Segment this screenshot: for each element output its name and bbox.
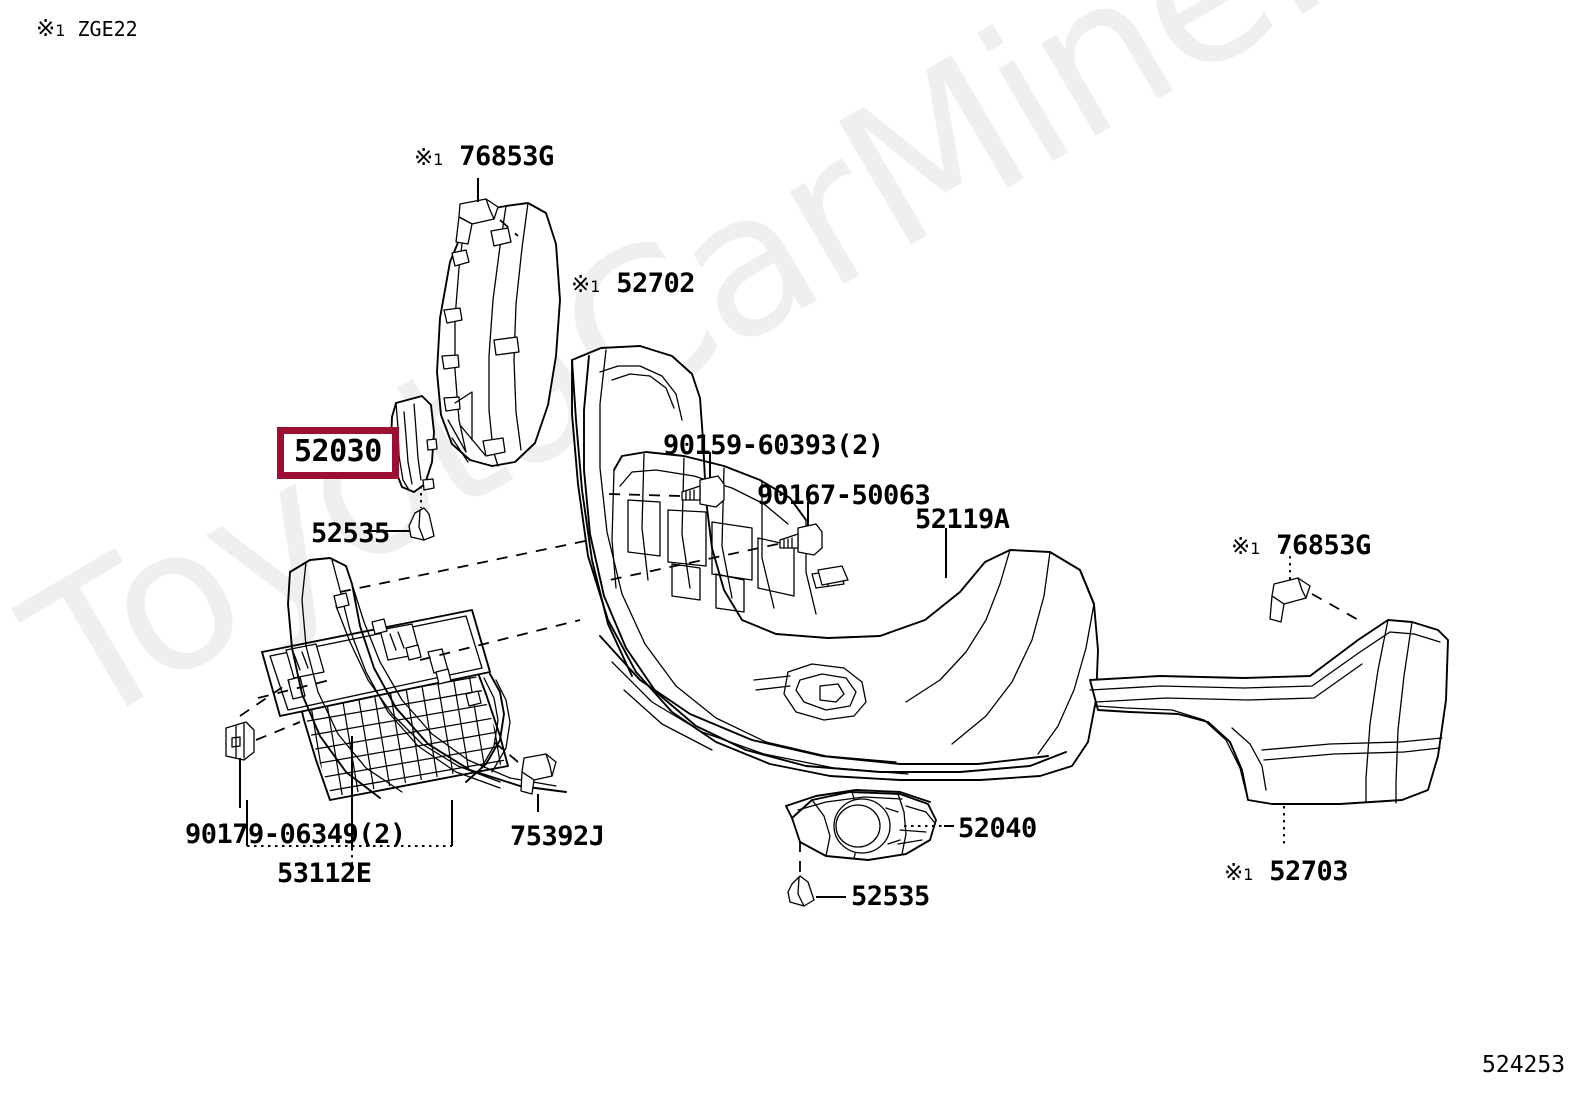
callout-52040: 52040 [958,813,1037,844]
part-drawing-52119a [571,345,1099,781]
callout-76853g-right: ※1 76853G [1231,530,1371,561]
callout-52702: ※1 52702 [571,268,696,299]
callout-90159-60393: 90159-60393(2) [663,430,884,461]
part-drawing-76853g-right [1269,556,1363,623]
figure-number: 524253 [1482,1052,1566,1078]
callout-52119a: 52119A [915,504,1010,535]
callout-52703: ※1 52703 [1224,856,1349,887]
part-drawing-52535-upper [366,486,435,541]
part-drawing-52703 [1089,619,1449,844]
note-mark-icon: ※1 [1231,534,1261,560]
callout-90167-50063: 90167-50063 [757,480,931,511]
callout-90179-06349: 90179-06349(2) [185,819,406,850]
part-drawing-53112e [246,609,509,866]
note-mark-icon: ※1 [571,272,601,298]
callout-53112e: 53112E [277,858,372,889]
highlighted-part-52030[interactable]: 52030 [277,427,399,479]
part-drawing-bumper-left-half [287,539,591,799]
note-mark-icon: ※1 [414,145,444,171]
callout-75392j: 75392J [510,821,605,852]
part-drawing-52702 [436,202,561,467]
note-mark-icon: ※1 [36,16,66,42]
part-drawing-bolt-90159 [607,452,725,508]
callout-52535-lower: 52535 [851,881,930,912]
callout-76853g-left: ※1 76853G [414,141,554,172]
note-mark-icon: ※1 [1224,860,1254,886]
part-drawing-clip-75392j [493,741,557,812]
part-drawing-52535-lower [787,836,846,907]
callout-52535-upper: 52535 [311,518,390,549]
part-drawing-76853g-left [455,178,519,245]
note-label-zge22: ※1 ZGE22 [36,16,138,42]
part-drawing-clip-90179 [225,679,331,808]
part-drawing-bolt-90167 [599,502,823,583]
part-drawing-52040 [785,789,954,861]
